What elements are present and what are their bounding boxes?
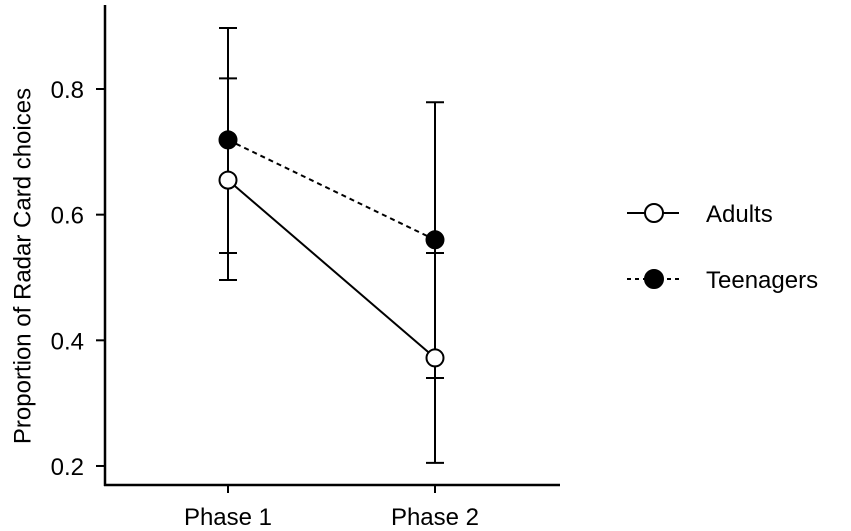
data-point-teenagers: [425, 230, 445, 250]
series-line-teenagers: [227, 138, 436, 241]
legend-label-teenagers: Teenagers: [706, 267, 818, 294]
y-tick-label: 0.6: [51, 203, 84, 230]
legend-item-teenagers: Teenagers: [627, 267, 818, 294]
error-bars-teenagers: [219, 27, 444, 380]
y-axis-ticks: 0.2 0.4 0.6 0.8: [51, 77, 105, 481]
y-tick-label: 0.4: [51, 328, 84, 355]
data-point-adults: [425, 348, 445, 368]
data-point-adults: [218, 170, 238, 190]
legend-adults-marker-icon: [644, 203, 664, 223]
series-line-adults: [227, 179, 436, 359]
plot-area: [218, 27, 445, 464]
y-tick-label: 0.8: [51, 77, 84, 104]
legend-teenagers-marker-icon: [644, 269, 664, 289]
legend-label-adults: Adults: [706, 201, 773, 228]
x-axis-ticks: Phase 1 Phase 2: [184, 485, 479, 531]
legend-item-adults: Adults: [627, 201, 773, 228]
y-axis-title: Proportion of Radar Card choices: [9, 88, 36, 444]
x-tick-label: Phase 2: [391, 504, 479, 531]
legend: Adults Teenagers: [627, 201, 818, 294]
y-tick-label: 0.2: [51, 454, 84, 481]
error-bars-adults: [219, 77, 444, 464]
data-point-teenagers: [218, 130, 238, 150]
x-tick-label: Phase 1: [184, 504, 272, 531]
